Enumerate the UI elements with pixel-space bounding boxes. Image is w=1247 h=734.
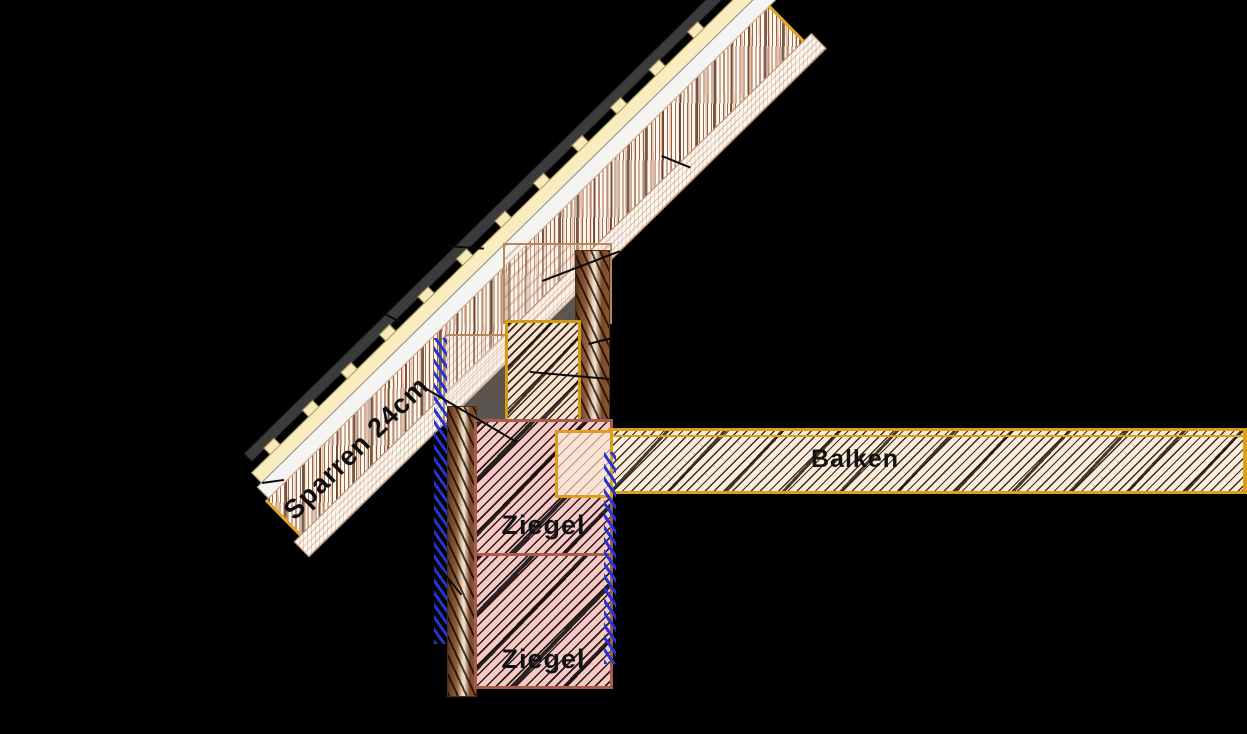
sealing-strip-right [604,452,616,664]
wall-plate-beam [505,320,581,428]
ceiling-beam: Balken [608,428,1247,494]
beam-label: Balken [811,445,899,473]
vertical-plank [575,250,610,430]
brick-lower-label: Ziegel [501,644,586,674]
sealing-strip-left [434,338,447,644]
brick-upper-label: Ziegel [501,510,586,540]
beam-pocket [555,430,613,498]
brick-block-lower: Ziegel [474,553,613,689]
wall-timber-strip [447,406,477,697]
